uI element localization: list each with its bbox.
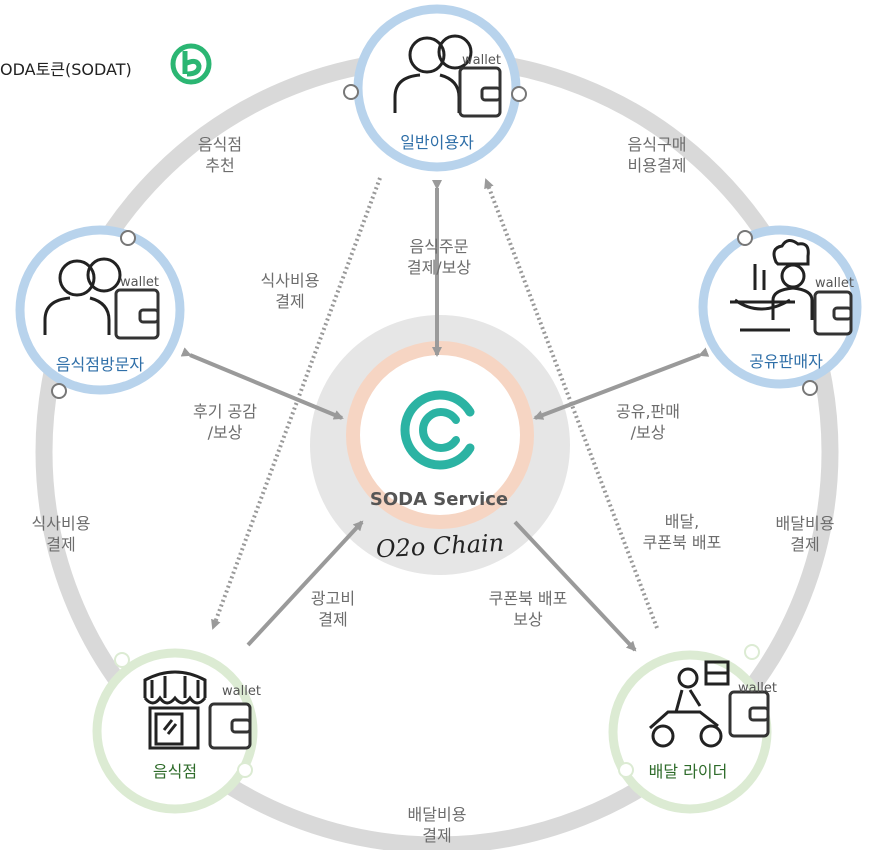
edge-label-meal-cost-payment-top: 식사비용 결제 [260,271,320,311]
edge-label-food-purchase-payment: 음식구매 비용결제 [627,135,687,175]
node-ring-restaurant [92,648,258,814]
delivery-scooter-icon [649,660,730,748]
edge-label-coupon-distribution-reward: 쿠폰북 배포 보상 [488,589,568,629]
wallet-label: wallet [815,276,854,291]
soda-logo-icon [400,390,475,470]
wallet-label: wallet [120,275,159,290]
node-ring-shared-seller [698,225,862,389]
edge-label-restaurant-recommend: 음식점 추천 [197,135,243,175]
node-label-general-user: 일반이용자 [400,133,474,152]
service-name: SODA Service [369,489,509,510]
node-label-delivery-rider: 배달 라이더 [648,762,728,781]
token-legend: ODA토큰(SODAT) [0,56,132,80]
wallet-icon [208,702,252,750]
token-legend-label: ODA토큰(SODAT) [0,60,132,79]
node-ring-restaurant-visitor [15,225,185,395]
wallet-icon [728,690,770,738]
edge-label-share-sell-reward: 공유,판매 /보상 [616,402,680,442]
wallet-icon [458,66,502,118]
wallet-label: wallet [738,681,777,696]
edge-label-delivery-cost-right: 배달비용 결제 [775,514,835,554]
edge-label-review-reward: 후기 공감 /보상 [193,402,257,442]
connector-dots-green [114,644,760,778]
edge-label-delivery-cost-bottom: 배달비용 결제 [407,805,467,845]
edge-label-delivery-coupon: 배달, 쿠폰북 배포 [642,512,722,552]
wallet-label: wallet [222,684,261,699]
arrow-review-reward [180,347,344,420]
node-label-shared-seller: 공유판매자 [749,352,823,371]
wallet-icon [813,290,853,336]
arrow-coupon-reward [513,520,637,652]
chef-icon [730,239,814,332]
wallet-label: wallet [462,53,501,68]
edge-label-order-payment-reward: 음식주문 결제/보상 [406,237,472,277]
connector-dots [51,84,818,399]
edge-label-ad-cost-payment: 광고비 결제 [310,589,356,629]
arrow-share-sell [533,347,710,420]
node-label-restaurant-visitor: 음식점방문자 [55,355,145,374]
storefront-icon [143,670,207,750]
node-label-restaurant: 음식점 [152,762,198,781]
edge-label-meal-cost-payment-left: 식사비용 결제 [31,514,91,554]
sodat-token-icon [170,43,212,85]
wallet-icon [114,288,160,340]
arrow-ad-cost [246,520,364,647]
